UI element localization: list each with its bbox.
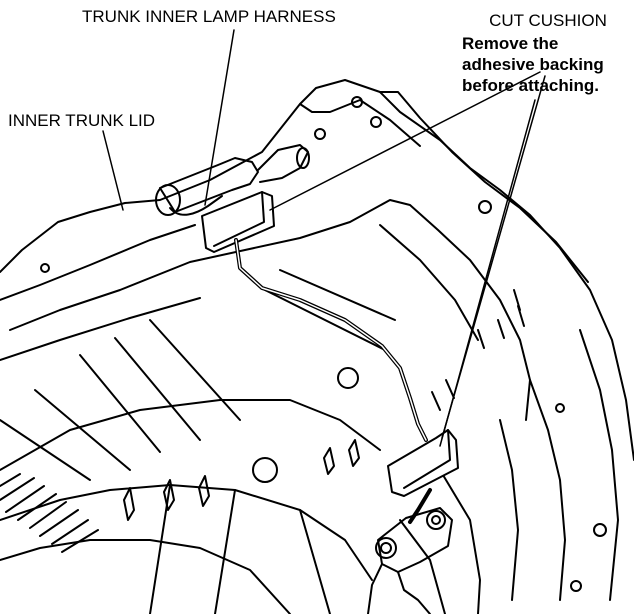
lid-hole — [555, 403, 565, 413]
cut-cushion-label: CUT CUSHION — [489, 11, 607, 30]
lower-connector — [377, 507, 453, 573]
trunk-inner-lamp-harness — [234, 238, 428, 442]
cushion-note-line-3: before attaching. — [462, 76, 599, 95]
cut-cushion-lower — [387, 429, 459, 497]
trunk-lid-outline — [0, 79, 634, 461]
lid-hole — [593, 523, 607, 537]
lid-hole — [337, 367, 359, 389]
lid-hole — [40, 263, 50, 273]
inner-trunk-lid-label: INNER TRUNK LID — [8, 111, 156, 130]
cushion-instruction-note: Remove the adhesive backing before attac… — [462, 33, 604, 96]
leader-harness — [204, 29, 235, 206]
leader-cushion-upper — [269, 71, 541, 211]
inner-panel-outline — [9, 199, 531, 421]
lid-hole — [570, 580, 582, 592]
leader-cushion-lower-2 — [439, 99, 536, 447]
leader-inner-lid — [102, 130, 124, 211]
lid-hole — [314, 128, 326, 140]
lid-hole — [351, 96, 363, 108]
harness-label: TRUNK INNER LAMP HARNESS — [82, 7, 336, 26]
harness-connector — [159, 157, 259, 213]
lid-hole — [252, 457, 278, 483]
lid-hole — [478, 200, 492, 214]
cushion-note-line-2: adhesive backing — [462, 55, 604, 74]
lid-hole — [370, 116, 382, 128]
cushion-note-line-1: Remove the — [462, 34, 559, 53]
